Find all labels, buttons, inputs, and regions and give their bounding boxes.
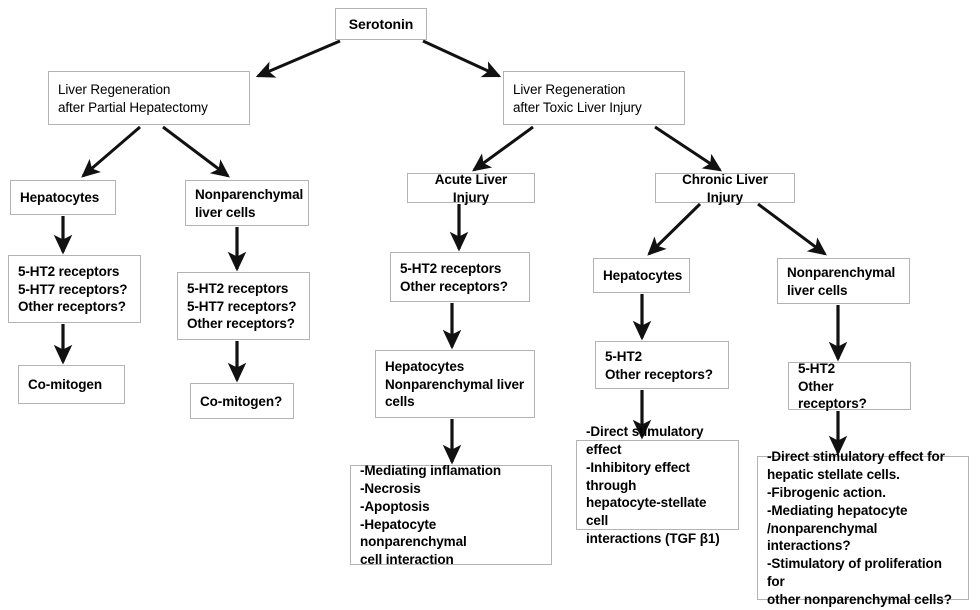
node-liver-regen-partial-hepatectomy: Liver Regeneration after Partial Hepatec… — [48, 71, 250, 125]
node-co-mitogen: Co-mitogen — [18, 365, 125, 404]
arrow-liver-regen-toxic-injury-to-acute-liver-injury — [472, 125, 534, 172]
node-receptors-nonparenchymal-chronic: 5-HT2 Other receptors? — [788, 361, 911, 411]
arrow-chronic-liver-injury-to-nonparenchymal-chronic — [757, 202, 827, 256]
node-acute-outcomes: -Mediating inflamation -Necrosis -Apopto… — [350, 463, 552, 567]
node-receptors-hepatocytes-ph: 5-HT2 receptors 5-HT7 receptors? Other r… — [8, 255, 141, 323]
node-hepatocytes-ph: Hepatocytes — [10, 180, 116, 215]
arrow-liver-regen-toxic-injury-to-chronic-liver-injury — [654, 125, 723, 172]
node-co-mitogen-question: Co-mitogen? — [190, 383, 294, 419]
node-receptors-acute: 5-HT2 receptors Other receptors? — [390, 252, 530, 302]
node-nonparenchymal-chronic: Nonparenchymal liver cells — [777, 258, 910, 304]
node-hepatocytes-nonparenchymal-acute: Hepatocytes Nonparenchymal liver cells — [375, 350, 535, 418]
node-liver-regen-toxic-injury: Liver Regeneration after Toxic Liver Inj… — [503, 71, 685, 125]
node-chronic-liver-injury: Chronic Liver Injury — [655, 172, 795, 205]
node-chronic-nonparenchymal-outcomes: -Direct stimulatory effect for hepatic s… — [757, 449, 969, 607]
arrow-liver-regen-partial-hepatectomy-to-nonparenchymal-ph — [162, 125, 230, 178]
arrow-serotonin-to-liver-regen-partial-hepatectomy — [255, 39, 341, 78]
arrow-chronic-liver-injury-to-hepatocytes-chronic — [647, 202, 702, 256]
node-receptors-hepatocytes-chronic: 5-HT2 Other receptors? — [595, 341, 729, 389]
arrow-liver-regen-partial-hepatectomy-to-hepatocytes-ph — [81, 125, 141, 178]
node-chronic-hepatocyte-outcomes: -Direct stimulatory effect -Inhibitory e… — [576, 424, 739, 546]
node-nonparenchymal-ph: Nonparenchymal liver cells — [185, 180, 309, 226]
arrow-serotonin-to-liver-regen-toxic-injury — [422, 39, 502, 78]
node-hepatocytes-chronic: Hepatocytes — [593, 258, 690, 293]
node-serotonin: Serotonin — [335, 8, 427, 40]
node-acute-liver-injury: Acute Liver Injury — [407, 172, 535, 205]
node-receptors-nonparenchymal-ph: 5-HT2 receptors 5-HT7 receptors? Other r… — [177, 272, 310, 340]
